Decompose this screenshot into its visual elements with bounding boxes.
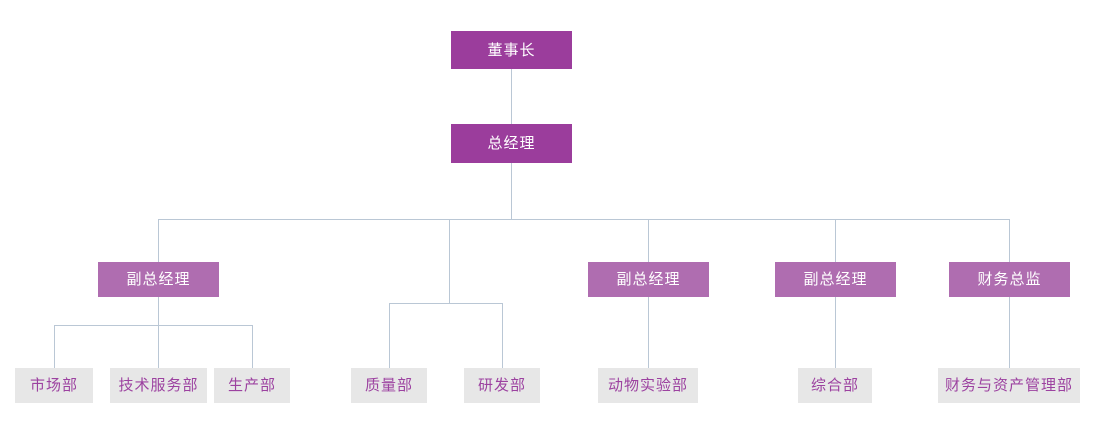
org-node-general-dept: 综合部	[798, 368, 872, 403]
connector-line	[835, 219, 836, 262]
connector-line	[648, 297, 649, 368]
connector-line	[158, 325, 159, 368]
connector-line	[389, 303, 390, 368]
connector-line	[449, 219, 450, 303]
connector-line	[835, 297, 836, 368]
org-node-vice-gm-2: 副总经理	[588, 262, 709, 297]
connector-line	[502, 303, 503, 368]
org-node-vice-gm-1: 副总经理	[98, 262, 219, 297]
org-node-general-manager: 总经理	[451, 124, 572, 163]
connector-line	[54, 325, 253, 326]
org-node-finance-director: 财务总监	[949, 262, 1070, 297]
connector-line	[158, 219, 159, 262]
connector-line	[1009, 297, 1010, 368]
org-node-chairman: 董事长	[451, 31, 572, 69]
connector-line	[648, 219, 649, 262]
connector-line	[511, 69, 512, 124]
org-node-vice-gm-3: 副总经理	[775, 262, 896, 297]
connector-line	[389, 303, 503, 304]
org-node-marketing-dept: 市场部	[15, 368, 93, 403]
connector-line	[252, 325, 253, 368]
org-node-animal-lab-dept: 动物实验部	[598, 368, 698, 403]
org-node-finance-asset-dept: 财务与资产管理部	[938, 368, 1080, 403]
org-node-production-dept: 生产部	[214, 368, 290, 403]
org-node-tech-service-dept: 技术服务部	[110, 368, 207, 403]
org-node-quality-dept: 质量部	[351, 368, 427, 403]
connector-line	[158, 219, 1010, 220]
connector-line	[158, 297, 159, 325]
org-node-rnd-dept: 研发部	[464, 368, 540, 403]
connector-line	[1009, 219, 1010, 262]
connector-line	[511, 163, 512, 219]
connector-line	[54, 325, 55, 368]
